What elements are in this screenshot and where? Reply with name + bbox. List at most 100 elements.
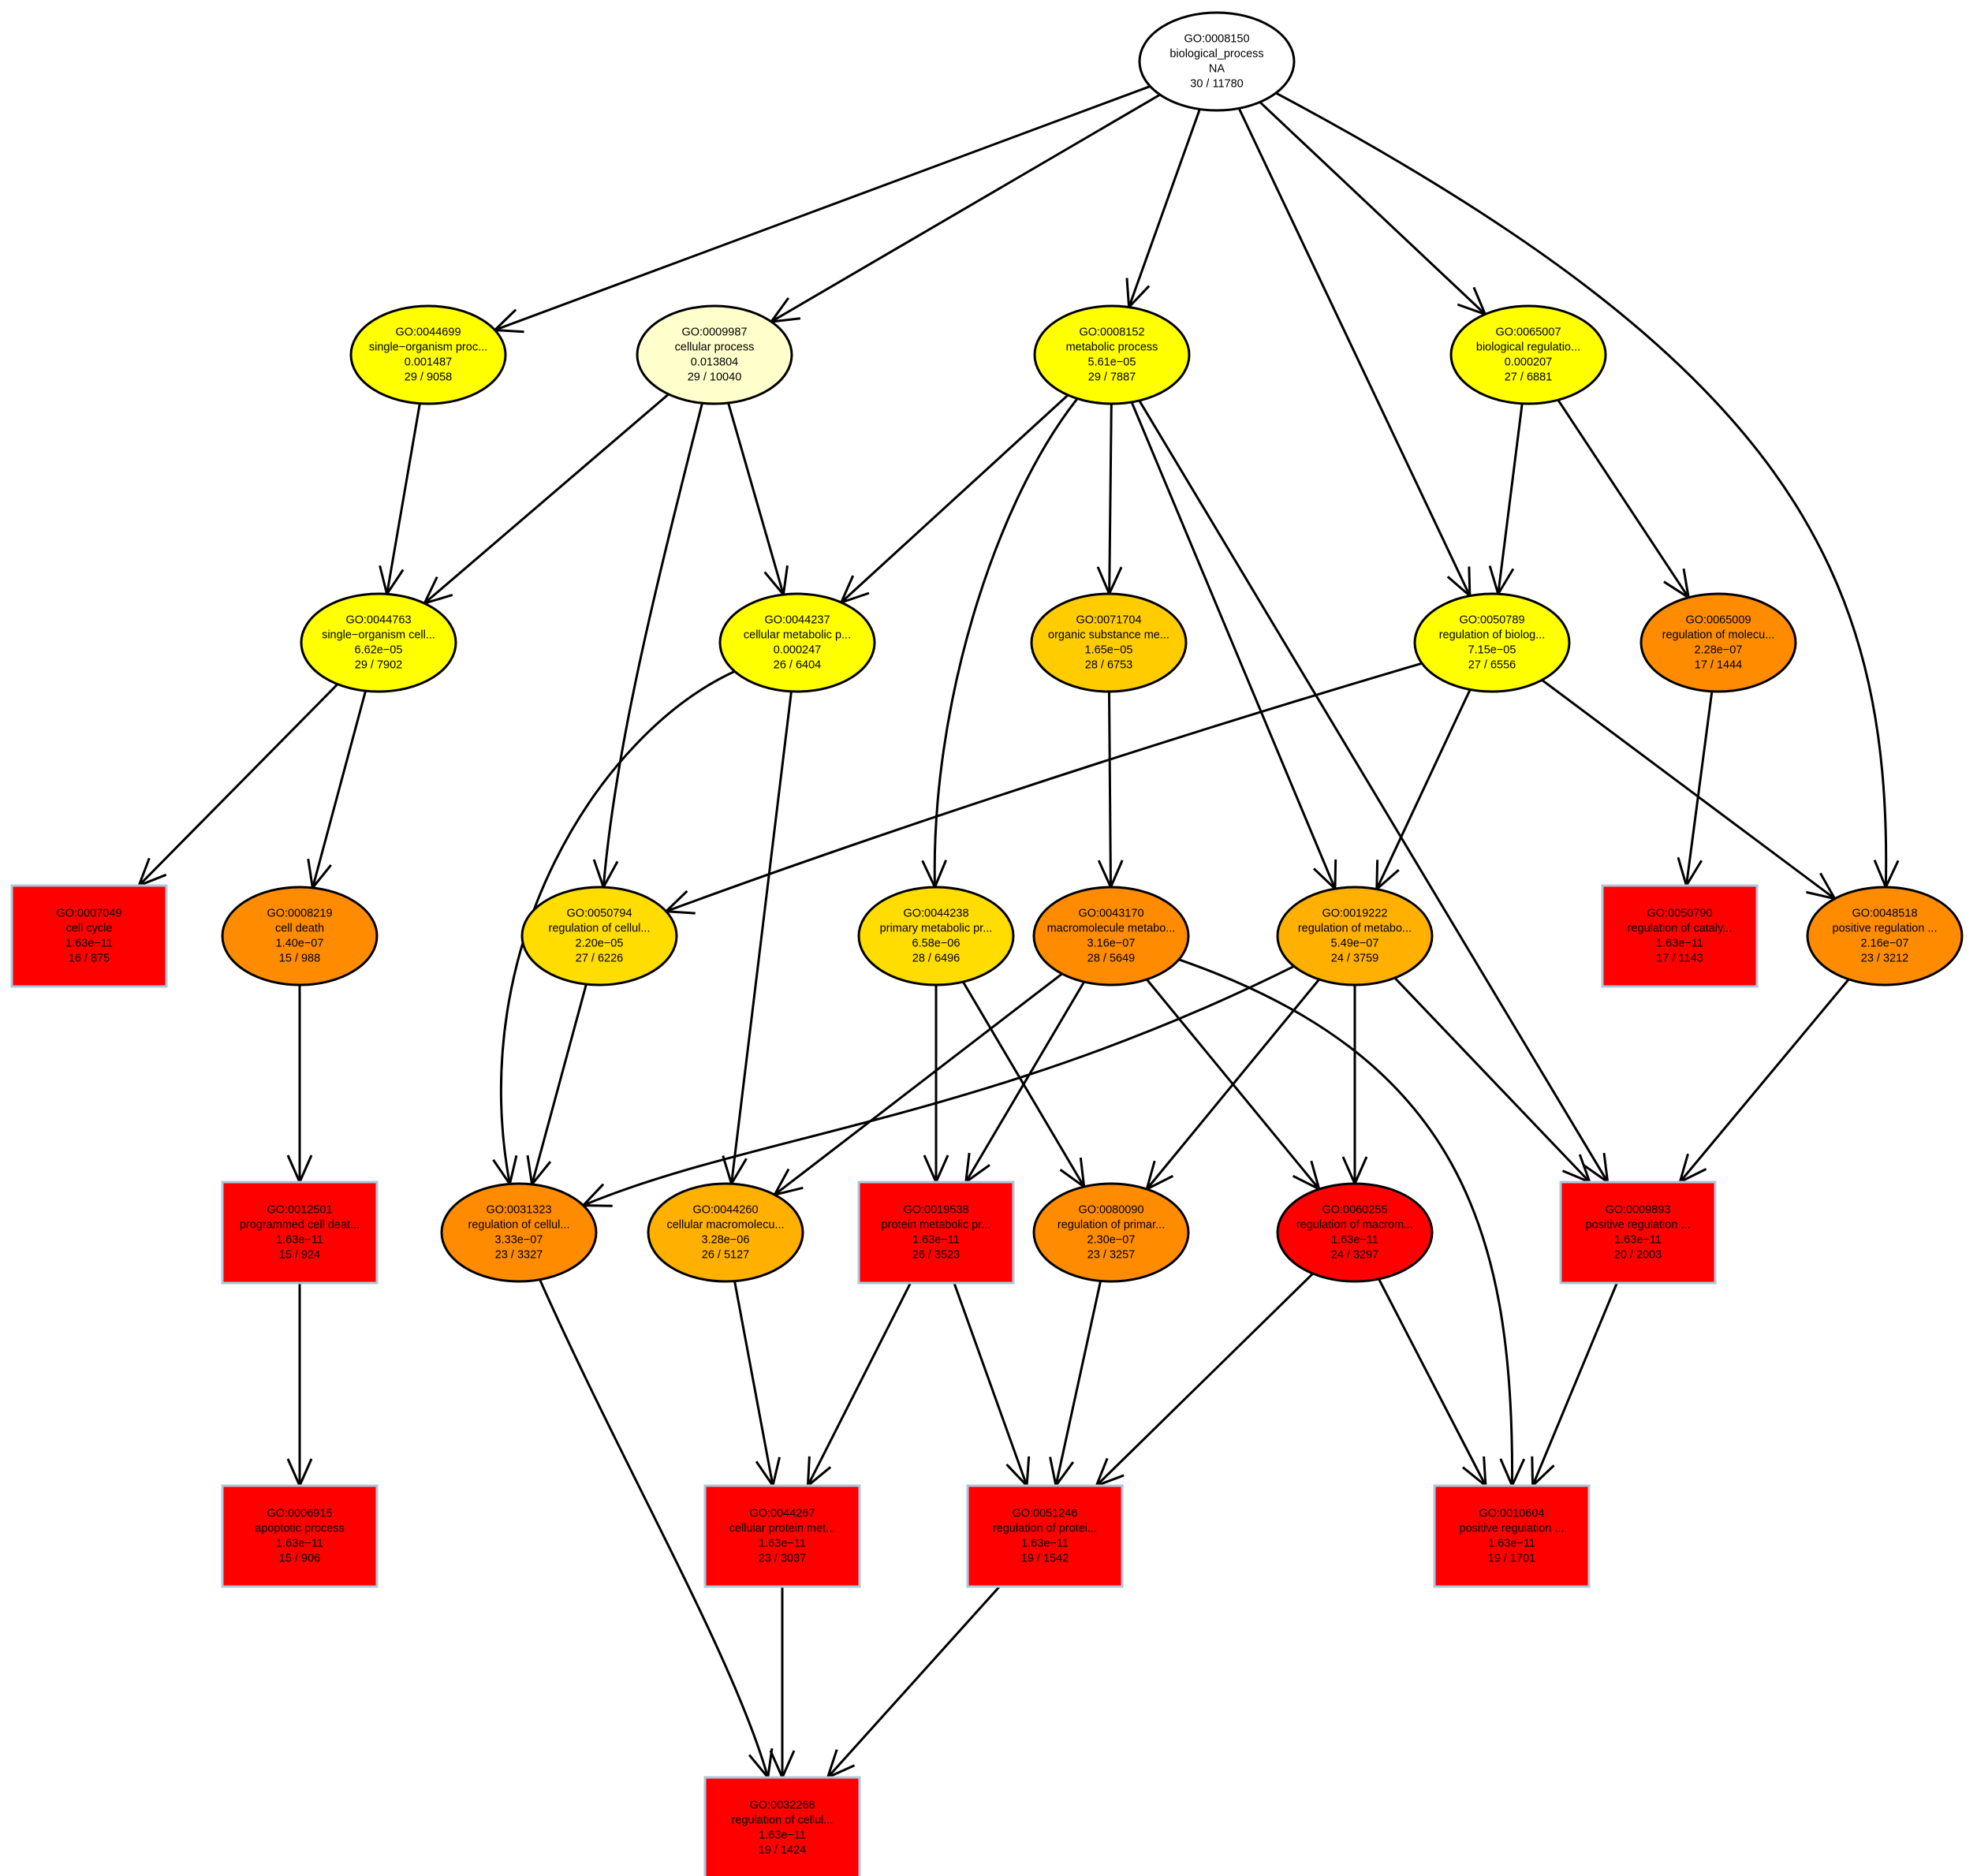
node-go-id: GO:0043170 (1078, 908, 1143, 920)
node-term-name: positive regulation ... (1833, 923, 1938, 935)
edge-line (539, 1279, 770, 1778)
edge-line (666, 662, 1423, 913)
node-term-name: organic substance me... (1048, 629, 1169, 642)
node-pvalue: 1.63e−11 (1488, 1538, 1535, 1550)
node-box (1559, 1180, 1717, 1285)
edge-GO0043170-GO0019538 (964, 981, 1086, 1185)
edge-line (494, 85, 1151, 331)
node-count: 27 / 6881 (1505, 371, 1552, 384)
node-term-name: positive regulation ... (1460, 1523, 1565, 1535)
node-go-id: GO:0032268 (749, 1800, 815, 1812)
node-count: 19 / 1701 (1488, 1553, 1535, 1565)
node-term-name: biological_process (1169, 48, 1263, 61)
node-box (703, 1776, 861, 1876)
edges-layer (136, 85, 1900, 1781)
edge-line (1178, 958, 1513, 1486)
node-term-name: apoptotic process (255, 1523, 345, 1535)
edge-GO0008150-GO0048518 (1275, 91, 1900, 890)
edge-GO0012501-GO0006915 (286, 1283, 313, 1489)
node-go-id: GO:0008152 (1079, 326, 1144, 339)
node-go-id: GO:0006915 (267, 1508, 332, 1520)
edge-GO0050794-GO0031323 (526, 983, 588, 1188)
edge-GO0065007-GO0065009 (1557, 399, 1691, 600)
node-go-id: GO:0080090 (1078, 1204, 1143, 1217)
edge-line (1684, 691, 1714, 886)
edge-GO0008150-GO0044699 (491, 85, 1151, 334)
edge-line (1138, 400, 1609, 1183)
node-pvalue: 1.63e−11 (1021, 1538, 1069, 1550)
node-count: 26 / 5127 (702, 1249, 749, 1262)
node-term-name: single−organism cell... (322, 629, 435, 642)
node-pvalue: 1.63e−11 (1614, 1234, 1662, 1247)
node-count: 27 / 6226 (576, 953, 623, 965)
node-go-id: GO:0009893 (1605, 1204, 1670, 1217)
edge-GO0044699-GO0044763 (379, 403, 421, 598)
node-term-name: regulation of cellul... (468, 1219, 570, 1232)
edge-GO0044238-GO0019538 (923, 985, 949, 1185)
node-count: 20 / 2003 (1614, 1249, 1662, 1262)
node-box (857, 1180, 1015, 1285)
edge-line (1259, 101, 1486, 315)
edge-line (1541, 679, 1836, 900)
node-pvalue: 2.20e−05 (576, 938, 624, 950)
edge-GO0008152-GO0009893 (1138, 400, 1610, 1185)
node-term-name: regulation of biolog... (1439, 629, 1546, 642)
node-pvalue: 1.63e−11 (759, 1829, 806, 1842)
node-pvalue: 1.63e−11 (65, 938, 113, 950)
node-pvalue: NA (1209, 63, 1225, 76)
node-ellipse (349, 304, 507, 405)
node-box (10, 884, 168, 988)
node-pvalue: 2.16e−07 (1861, 938, 1909, 950)
node-pvalue: 0.000247 (774, 644, 821, 657)
edge-GO0051246-GO0032268 (826, 1585, 1001, 1780)
edge-GO0065009-GO0050790 (1677, 691, 1714, 889)
node-term-name: regulation of protei... (993, 1523, 1097, 1535)
edge-GO0044267-GO0032268 (769, 1587, 796, 1781)
edge-line (1557, 399, 1690, 599)
node-ellipse (520, 886, 678, 986)
edge-line (1497, 403, 1524, 595)
node-count: 29 / 7887 (1088, 371, 1136, 384)
node-go-id: GO:0031323 (486, 1204, 551, 1217)
edge-GO0008152-GO0071704 (1096, 403, 1123, 597)
edge-GO0008219-GO0012501 (286, 985, 313, 1185)
node-term-name: regulation of primar... (1058, 1219, 1165, 1232)
node-pvalue: 6.58e−06 (912, 938, 961, 950)
edge-GO0071704-GO0043170 (1097, 691, 1124, 890)
node-count: 29 / 10040 (688, 371, 742, 384)
edge-GO0019538-GO0051246 (953, 1282, 1031, 1489)
node-term-name: protein metabolic pr... (882, 1219, 991, 1232)
node-pvalue: 0.000207 (1505, 356, 1552, 369)
